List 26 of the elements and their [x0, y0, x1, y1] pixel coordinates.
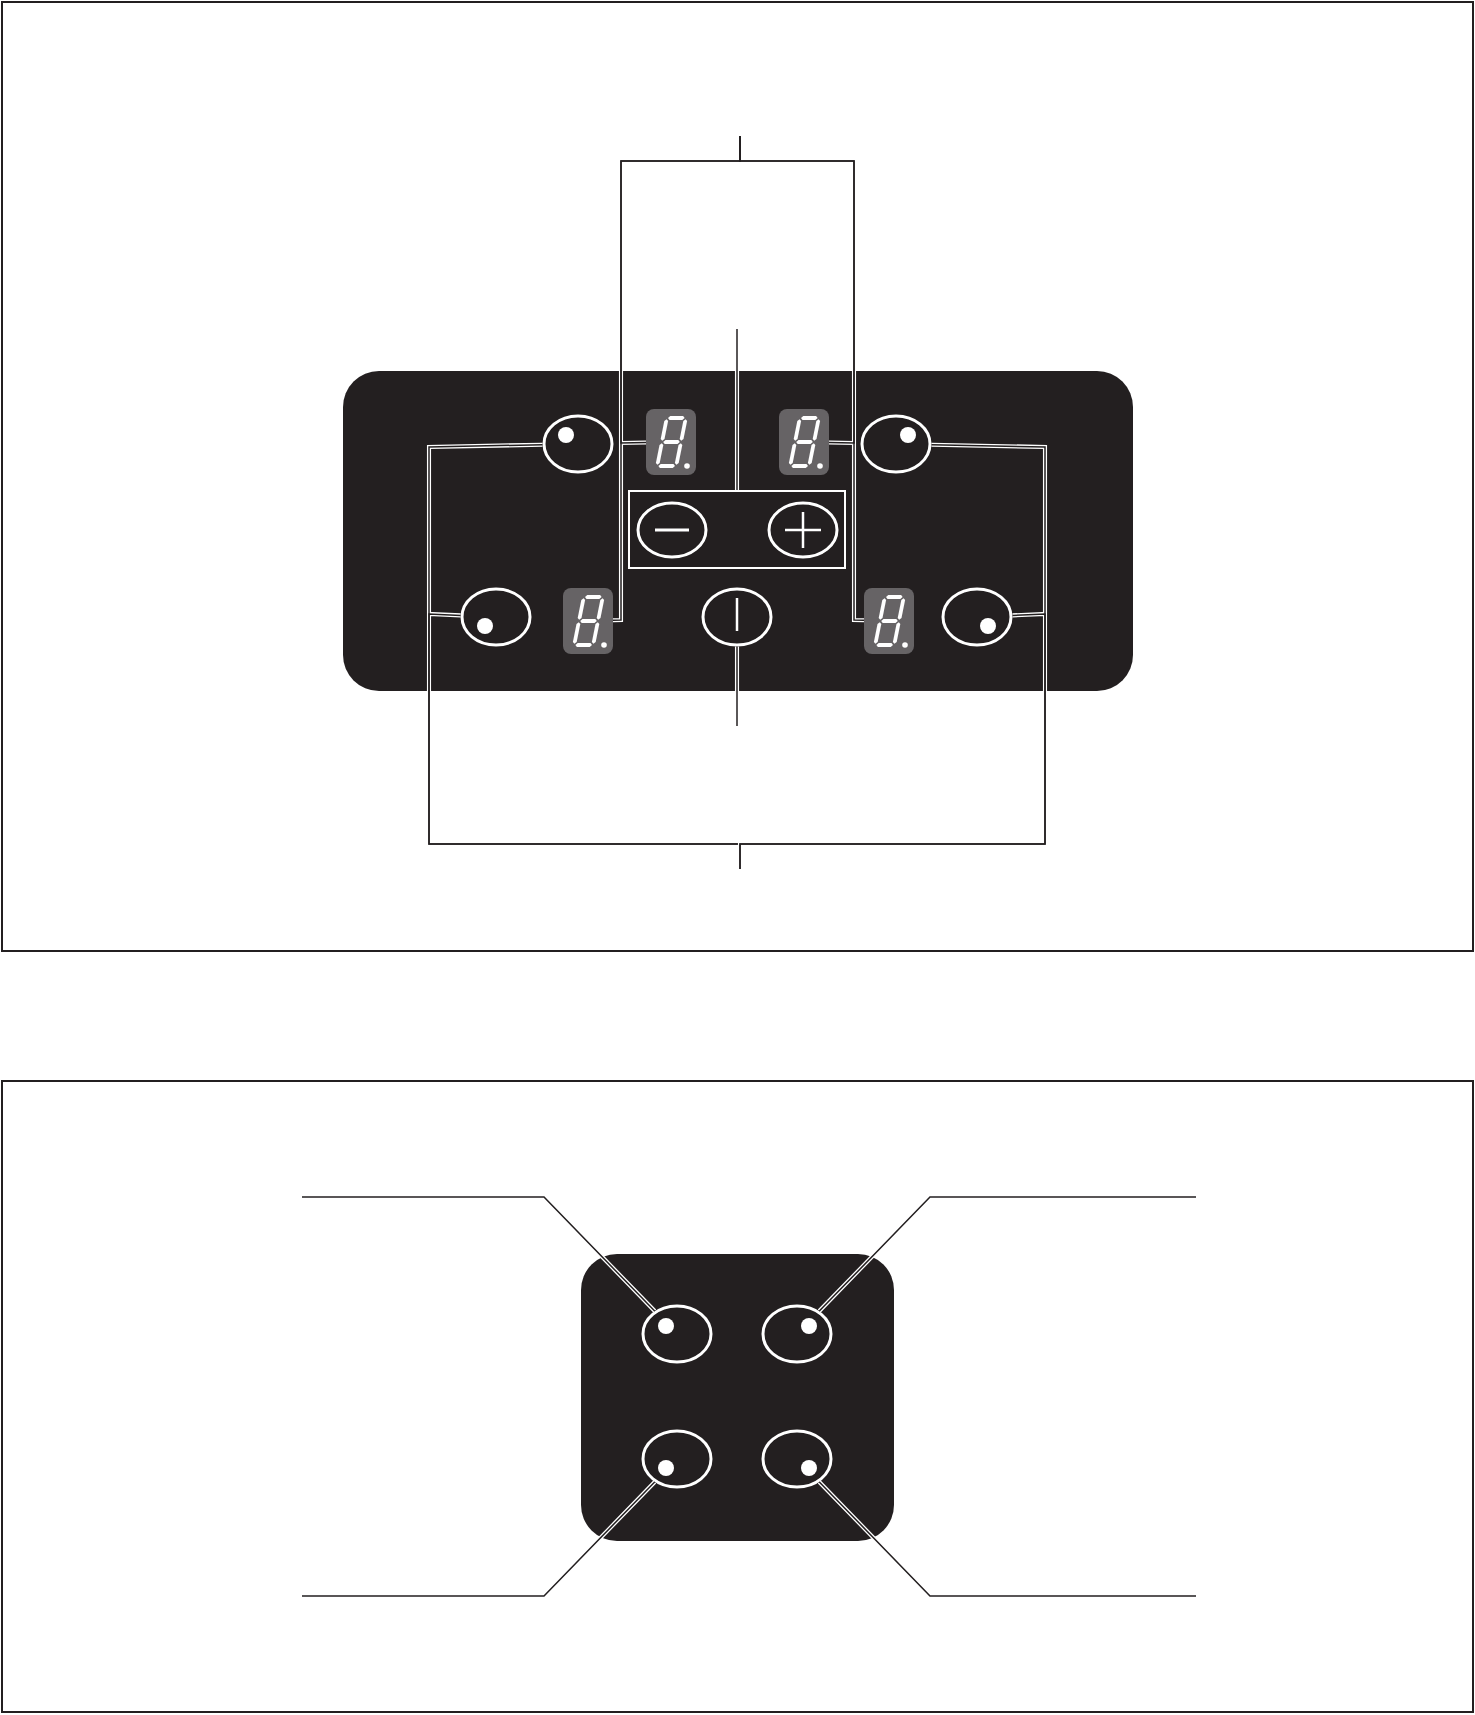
- touch-button: [641, 1429, 713, 1489]
- leader-line: [301, 1480, 657, 1599]
- leader-line: [734, 328, 740, 491]
- leader-line: [301, 1194, 657, 1313]
- power-button: [701, 587, 773, 647]
- plus-button: [767, 501, 839, 559]
- minus-button: [636, 501, 708, 559]
- digit-display: [563, 588, 613, 654]
- touch-button: [542, 414, 614, 474]
- touch-button: [641, 1304, 713, 1364]
- leader-line: [817, 1480, 1197, 1599]
- leader-line: [737, 442, 1048, 872]
- digit-display: [864, 588, 914, 654]
- button-frame: [628, 490, 846, 569]
- leader-line: [817, 1194, 1197, 1313]
- touch-button: [460, 587, 532, 647]
- touch-button: [761, 1304, 833, 1364]
- touch-button: [941, 587, 1013, 647]
- touch-button: [761, 1429, 833, 1489]
- leader-line: [610, 133, 867, 623]
- digit-display: [779, 409, 829, 475]
- control-panel: [343, 371, 1133, 691]
- control-panel: [581, 1254, 894, 1541]
- leader-line: [734, 645, 740, 727]
- digit-display: [646, 409, 696, 475]
- touch-button: [860, 414, 932, 474]
